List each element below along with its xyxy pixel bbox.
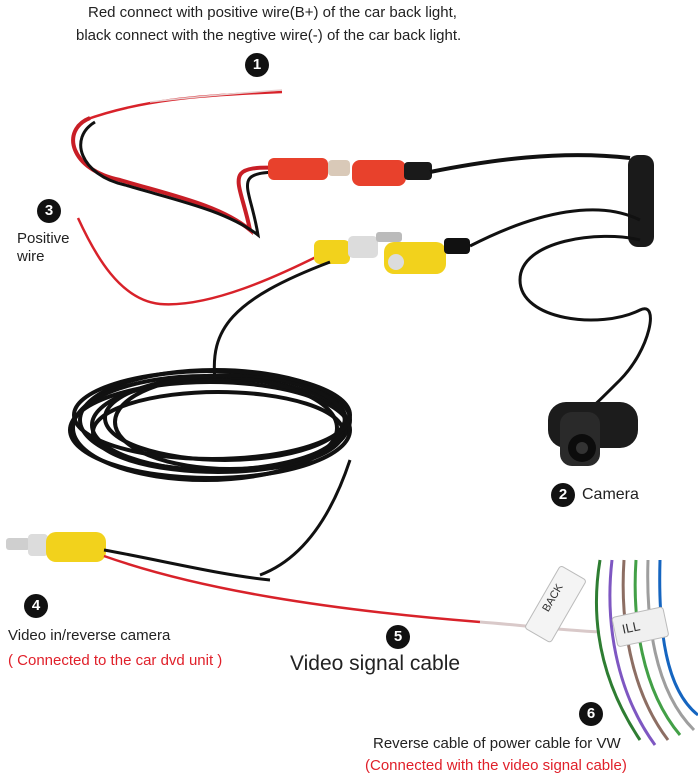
video-cable-upper bbox=[212, 260, 331, 381]
twin-cable-black bbox=[79, 120, 283, 239]
callout-4-badge: 4 bbox=[24, 594, 48, 618]
dc-plug-female bbox=[352, 160, 432, 186]
positive-label-line2: wire bbox=[17, 248, 45, 265]
ill-tag bbox=[611, 606, 669, 647]
video-signal-label: Video signal cable bbox=[290, 652, 461, 675]
video-cable-lower bbox=[259, 459, 352, 577]
rca-plug-female-top bbox=[384, 238, 470, 274]
cable-coil bbox=[68, 368, 352, 482]
cable-junction bbox=[628, 155, 654, 247]
white-wire-tip bbox=[149, 89, 283, 103]
positive-label-line1: Positive bbox=[17, 230, 70, 247]
callout-3-badge: 3 bbox=[37, 199, 61, 223]
callout-1-badge: 1 bbox=[245, 53, 269, 77]
camera-label: Camera bbox=[582, 486, 639, 503]
dc-plug-male bbox=[268, 158, 350, 180]
vw-harness bbox=[594, 559, 698, 746]
video-in-note: ( Connected to the car dvd unit ) bbox=[8, 652, 223, 669]
reverse-cable-note: (Connected with the video signal cable) bbox=[365, 757, 627, 774]
camera-body bbox=[548, 402, 638, 466]
video-signal-wire bbox=[103, 554, 481, 624]
header-line-2: black connect with the negtive wire(-) o… bbox=[76, 27, 462, 44]
callout-6-badge: 6 bbox=[579, 702, 603, 726]
positive-wire bbox=[76, 217, 321, 306]
back-tag bbox=[525, 566, 586, 643]
video-cable-to-rca bbox=[103, 548, 271, 582]
callout-5-badge: 5 bbox=[386, 625, 410, 649]
main-black-cable bbox=[429, 153, 631, 174]
camera-cable-loop bbox=[518, 234, 652, 414]
red-wire-tip bbox=[84, 90, 283, 122]
callout-2-badge: 2 bbox=[551, 483, 575, 507]
video-in-label: Video in/reverse camera bbox=[8, 627, 171, 644]
rca-to-junction bbox=[469, 208, 641, 248]
reverse-cable-label: Reverse cable of power cable for VW bbox=[373, 735, 621, 752]
rca-plug-male-top bbox=[314, 232, 402, 264]
twin-cable-red bbox=[71, 116, 281, 236]
rca-plug-bottom bbox=[6, 532, 106, 562]
header-line-1: Red connect with positive wire(B+) of th… bbox=[88, 4, 457, 21]
